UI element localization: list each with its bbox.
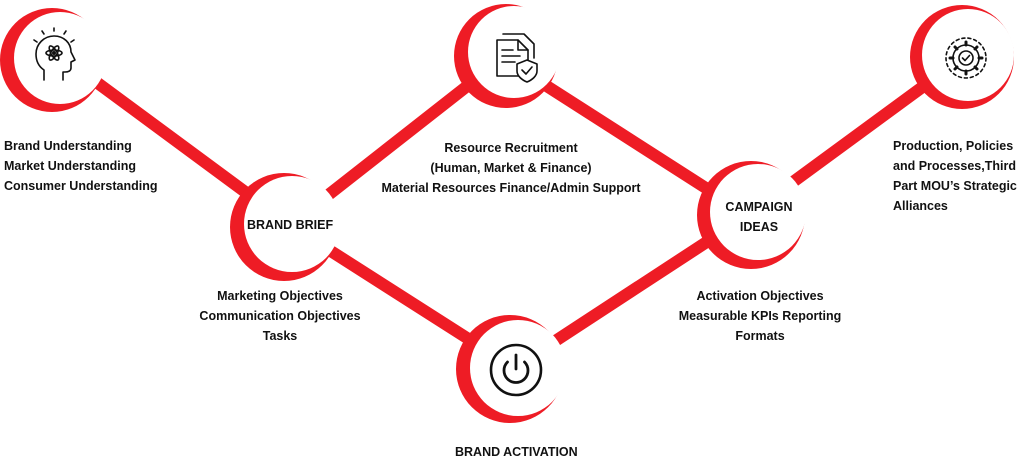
power-icon: [489, 343, 543, 397]
campaign-ideas-line1: CAMPAIGN: [725, 200, 793, 214]
node-face: [14, 12, 106, 104]
text-line: Tasks: [262, 329, 298, 343]
objectives-text: Marketing Objectives Communication Objec…: [180, 286, 380, 346]
node-face: [922, 9, 1014, 101]
text-line: Communication Objectives: [199, 309, 361, 323]
text-line: Measurable KPIs Reporting: [678, 309, 842, 323]
text-line: (Human, Market & Finance): [430, 161, 592, 175]
brand-brief-label: BRAND BRIEF: [247, 218, 334, 232]
node-resources: [454, 4, 560, 108]
node-face: [468, 6, 560, 98]
node-brand-activation: [456, 315, 566, 423]
documents-shield-icon: [496, 33, 538, 83]
node-mind: [0, 8, 106, 112]
node-face: [470, 320, 566, 416]
text-line: Marketing Objectives: [217, 289, 343, 303]
brand-activation-label: BRAND ACTIVATION: [455, 445, 578, 459]
node-face: [710, 164, 806, 260]
text-line: Market Understanding: [4, 159, 136, 173]
text-line: and Processes,Third: [893, 159, 1016, 173]
understanding-text: Brand Understanding Market Understanding…: [4, 136, 158, 196]
node-campaign-ideas: [697, 161, 806, 269]
gear-check-icon: [945, 37, 987, 79]
text-line: Formats: [735, 329, 785, 343]
text-line: Activation Objectives: [696, 289, 824, 303]
node-production: [910, 5, 1014, 109]
production-text: Production, Policies and Processes,Third…: [893, 136, 1017, 216]
text-line: Production, Policies: [893, 139, 1014, 153]
brain-head-icon: [33, 27, 76, 81]
text-line: Material Resources Finance/Admin Support: [381, 181, 641, 195]
text-line: Consumer Understanding: [4, 179, 158, 193]
campaign-ideas-line2: IDEAS: [739, 220, 779, 234]
node-brand-brief: [230, 173, 340, 281]
activation-text: Activation Objectives Measurable KPIs Re…: [660, 286, 860, 346]
text-line: Alliances: [893, 199, 948, 213]
text-line: Part MOU’s Strategic: [893, 179, 1017, 193]
text-line: Resource Recruitment: [444, 141, 578, 155]
resources-text: Resource Recruitment (Human, Market & Fi…: [366, 138, 656, 198]
text-line: Brand Understanding: [4, 139, 132, 153]
campaign-ideas-label: CAMPAIGN IDEAS: [722, 197, 796, 237]
node-face: [244, 176, 340, 272]
